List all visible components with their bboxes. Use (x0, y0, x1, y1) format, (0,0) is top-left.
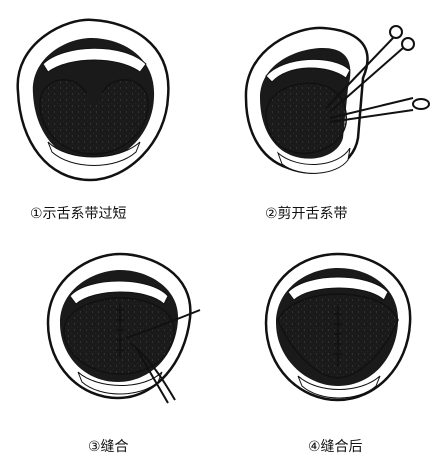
mouth-illustration-3 (46, 252, 201, 404)
suture-line (116, 303, 124, 358)
caption-3: ③缝合 (88, 439, 129, 455)
panel-3-suture (40, 248, 210, 408)
forceps-icon (329, 97, 430, 123)
mouth-illustration-2 (244, 25, 430, 174)
caption-2: ②剪开舌系带 (265, 206, 348, 222)
panel-1-tongue-tie (8, 12, 178, 187)
panel-2-cut-frenulum (238, 18, 438, 183)
panel-4-after-suture (258, 248, 423, 408)
caption-4: ④缝合后 (308, 439, 363, 455)
mouth-illustration-1 (16, 18, 170, 182)
scissors-icon (325, 25, 415, 113)
needle-holder-icon (125, 309, 201, 404)
mouth-illustration-4 (264, 252, 412, 402)
caption-1: ①示舌系带过短 (30, 206, 127, 222)
suture-line (334, 306, 342, 366)
